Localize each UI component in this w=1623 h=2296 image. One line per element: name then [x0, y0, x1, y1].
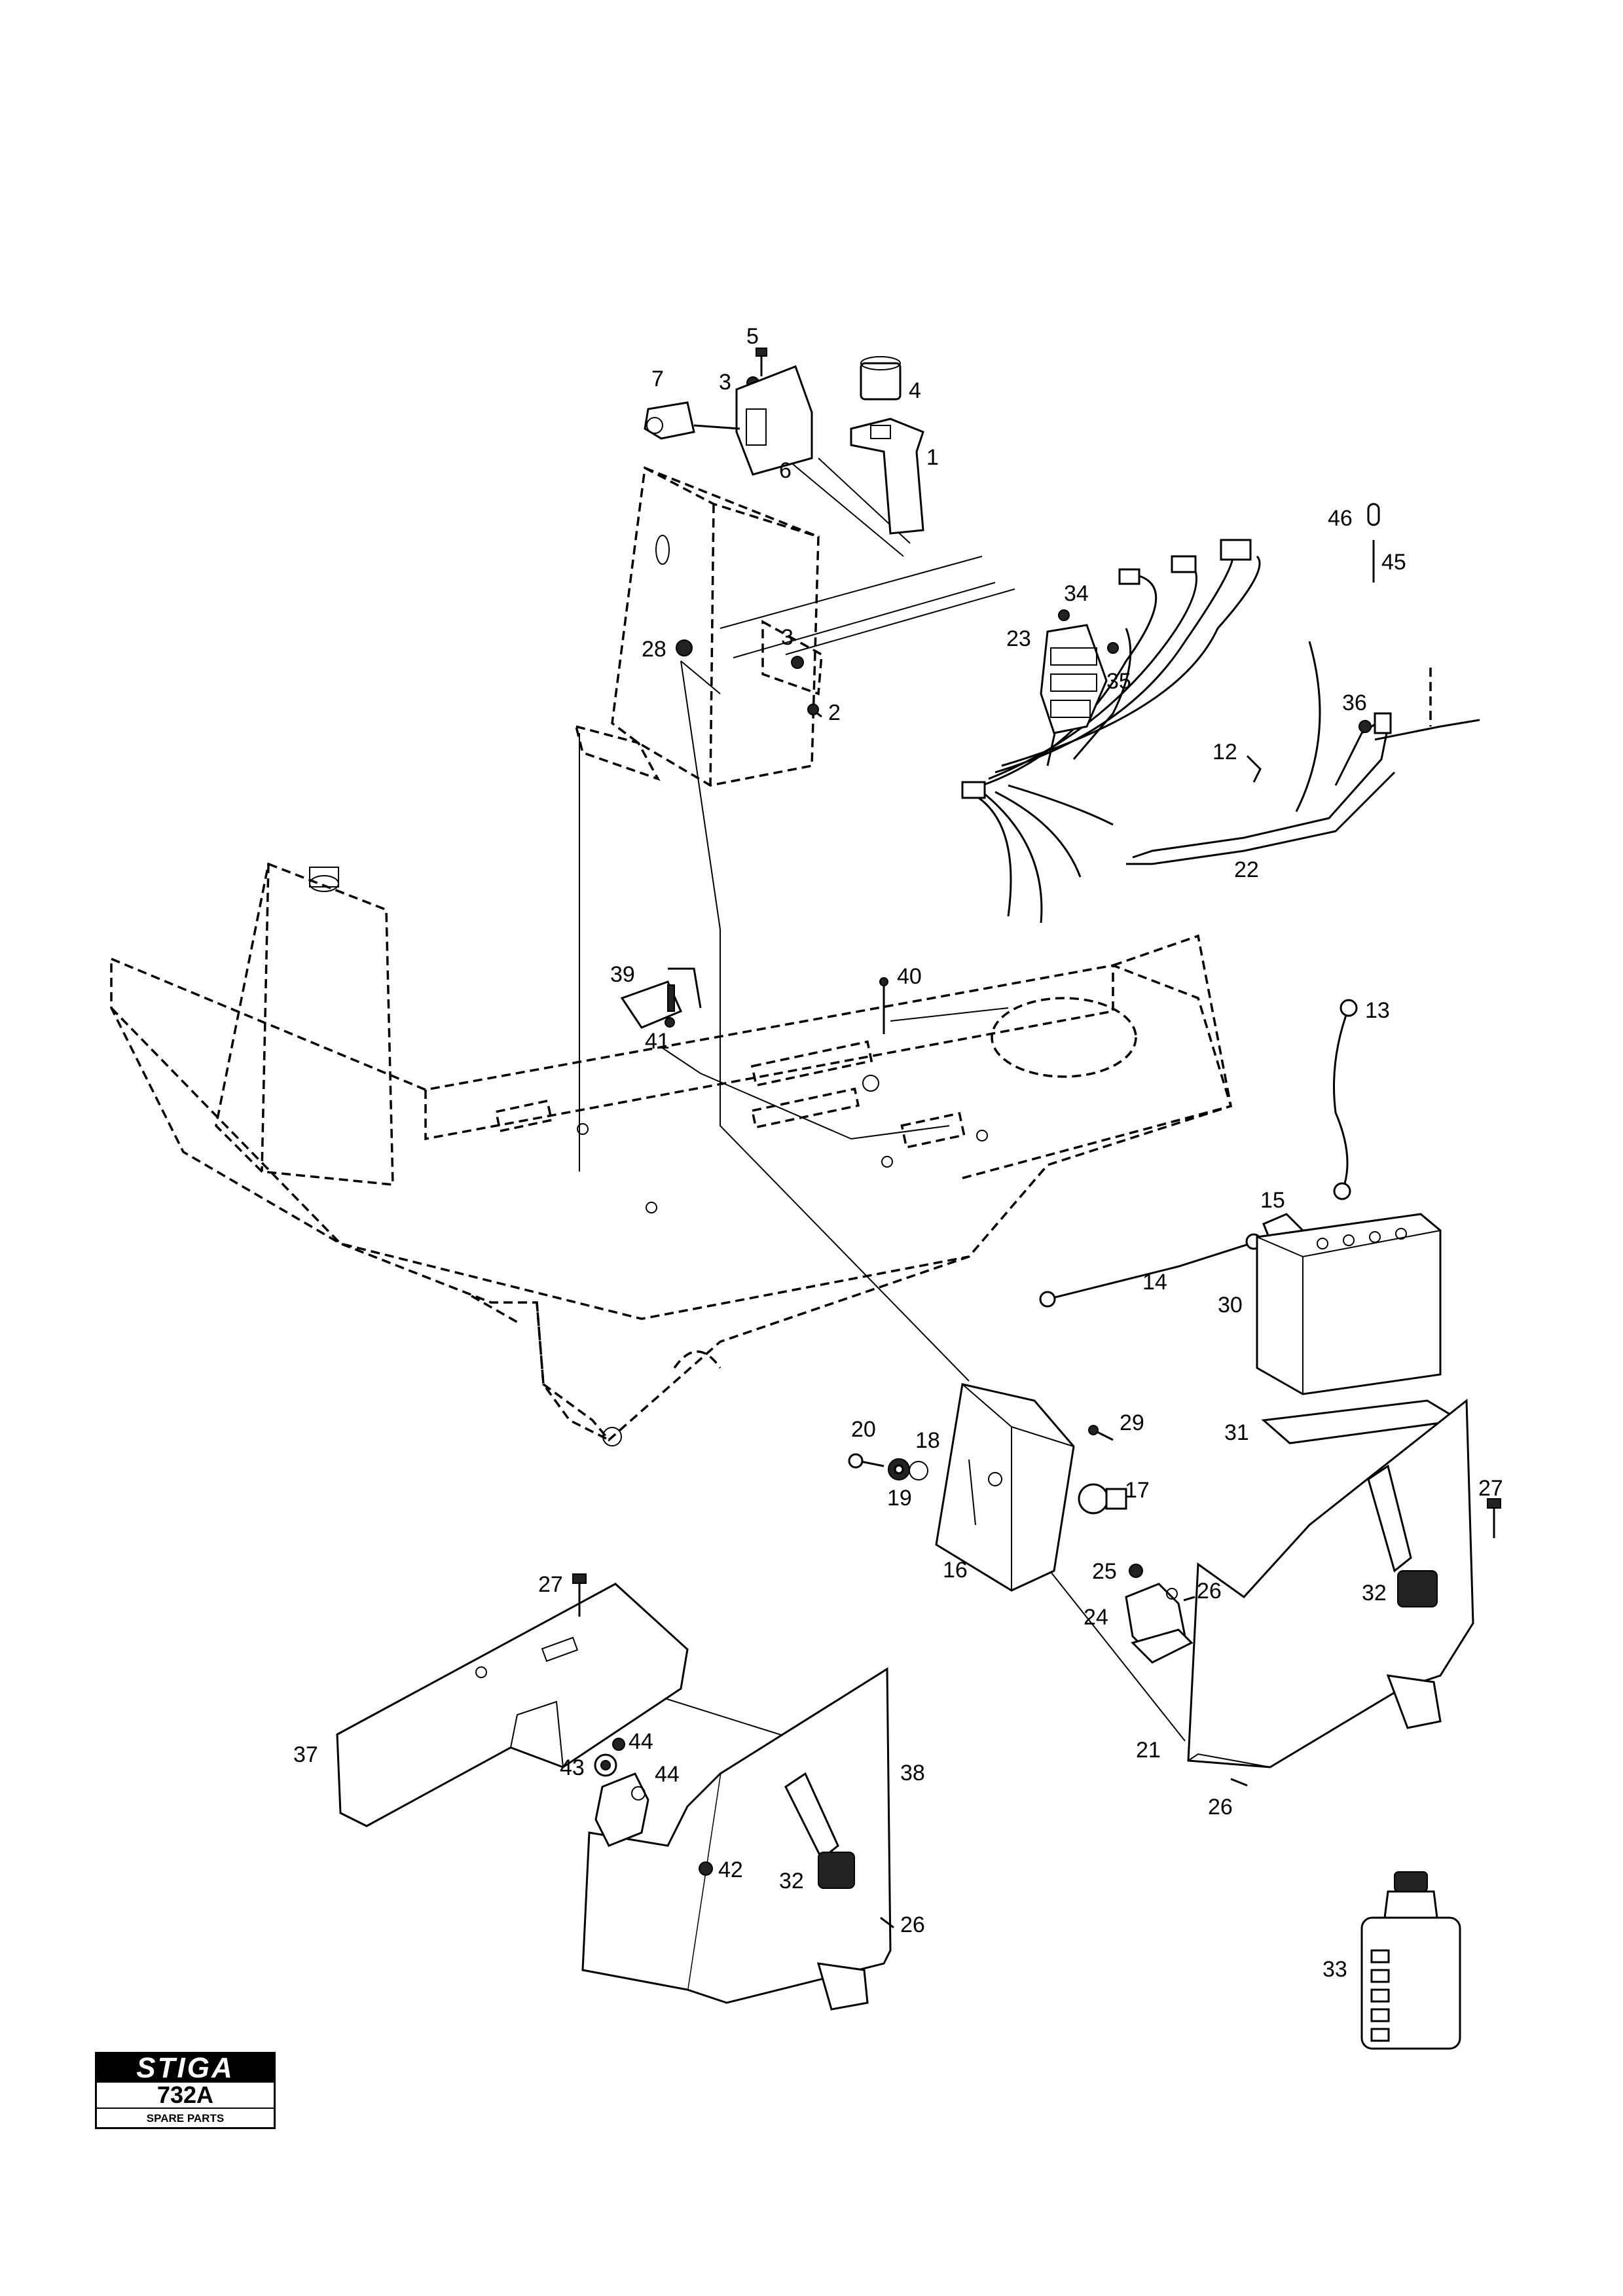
callout-43: 43: [560, 1755, 585, 1780]
callout-7: 7: [651, 367, 664, 391]
callout-24: 24: [1084, 1605, 1108, 1630]
callout-40: 40: [897, 964, 922, 989]
right-side-panel: [1125, 1398, 1501, 1787]
brand-box: STIGA 732A SPARE PARTS: [95, 2052, 276, 2129]
leader-lines: [579, 457, 1186, 1768]
callout-21: 21: [1136, 1738, 1161, 1763]
callout-44: 44: [629, 1729, 653, 1754]
callout-37: 37: [293, 1742, 318, 1767]
callout-29: 29: [1120, 1410, 1144, 1435]
callout-17: 17: [1125, 1478, 1150, 1503]
callout-12: 12: [1213, 740, 1237, 764]
callout-6: 6: [779, 458, 792, 483]
callout-22: 22: [1234, 857, 1259, 882]
callout-5: 5: [746, 324, 759, 349]
callout-36: 36: [1342, 691, 1367, 715]
callout-34: 34: [1064, 581, 1089, 606]
callout-1: 1: [926, 445, 939, 470]
callout-26b: 26: [1208, 1795, 1233, 1820]
callout-4: 4: [909, 378, 921, 403]
callouts: 1 2 3 3 4 5 6 7 12 13 14 15 16 17 18 19 …: [293, 324, 1503, 1982]
callout-20: 20: [851, 1417, 876, 1442]
model-number: 732A: [97, 2083, 274, 2109]
callout-35: 35: [1106, 669, 1131, 694]
callout-33: 33: [1322, 1957, 1347, 1982]
callout-46: 46: [1328, 506, 1353, 531]
callout-23: 23: [1006, 626, 1031, 651]
callout-25: 25: [1092, 1559, 1117, 1584]
callout-39: 39: [610, 962, 635, 987]
callout-38: 38: [900, 1761, 925, 1785]
callout-27b: 27: [1478, 1476, 1503, 1501]
callout-3: 3: [719, 370, 731, 395]
callout-28: 28: [642, 637, 666, 662]
callout-13: 13: [1365, 998, 1390, 1023]
seat-switch: [620, 967, 888, 1034]
bottle: [1360, 1871, 1461, 2050]
callout-16: 16: [943, 1558, 968, 1583]
spare-parts-caption: SPARE PARTS: [146, 2112, 225, 2125]
callout-41: 41: [645, 1029, 670, 1054]
callout-26c: 26: [900, 1912, 925, 1937]
callout-42: 42: [718, 1857, 743, 1882]
top-small-parts: [644, 348, 924, 718]
callout-26: 26: [1197, 1579, 1222, 1604]
wiring-harness: [961, 503, 1480, 924]
left-side-panel: [336, 1573, 894, 2011]
callout-32b: 32: [779, 1869, 804, 1893]
stiga-logo: STIGA: [97, 2054, 274, 2083]
callout-2: 2: [828, 700, 841, 725]
callout-14: 14: [1142, 1270, 1167, 1295]
control-box: [848, 1383, 1127, 1592]
chassis-frame: [110, 862, 1233, 1446]
callout-27: 27: [538, 1572, 563, 1597]
callout-31: 31: [1224, 1420, 1249, 1445]
callout-30: 30: [1218, 1293, 1243, 1318]
callout-32: 32: [1362, 1581, 1387, 1605]
callout-45: 45: [1381, 550, 1406, 575]
callout-3b: 3: [781, 625, 793, 650]
callout-18: 18: [915, 1428, 940, 1453]
callout-15: 15: [1260, 1188, 1285, 1213]
battery-group: [1039, 999, 1463, 1444]
callout-44b: 44: [655, 1762, 680, 1787]
dashboard-console: [574, 466, 823, 787]
callout-19: 19: [887, 1486, 912, 1511]
